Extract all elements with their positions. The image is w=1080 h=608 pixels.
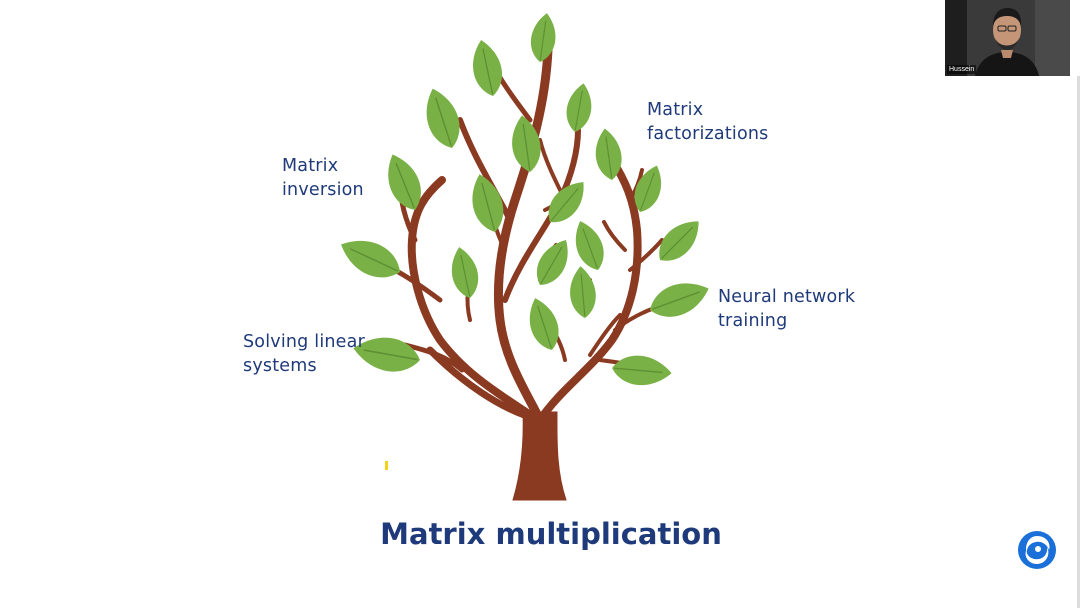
- person-video-icon: [945, 0, 1070, 76]
- window-edge: [1077, 76, 1080, 608]
- pointer-mark: [385, 461, 388, 470]
- label-solving-linear-systems: Solving linear systems: [243, 332, 365, 376]
- label-matrix-factorizations: Matrix factorizations: [647, 100, 769, 144]
- label-matrix-inversion: Matrix inversion: [282, 156, 364, 200]
- participant-name: Hussein: [947, 65, 977, 74]
- swirl-logo-icon: [1018, 531, 1056, 569]
- label-neural-network-training: Neural network training: [718, 287, 856, 331]
- participant-video-tile[interactable]: Hussein: [945, 0, 1070, 76]
- slide-title: Matrix multiplication: [380, 517, 722, 551]
- tree-leaves: [333, 10, 715, 389]
